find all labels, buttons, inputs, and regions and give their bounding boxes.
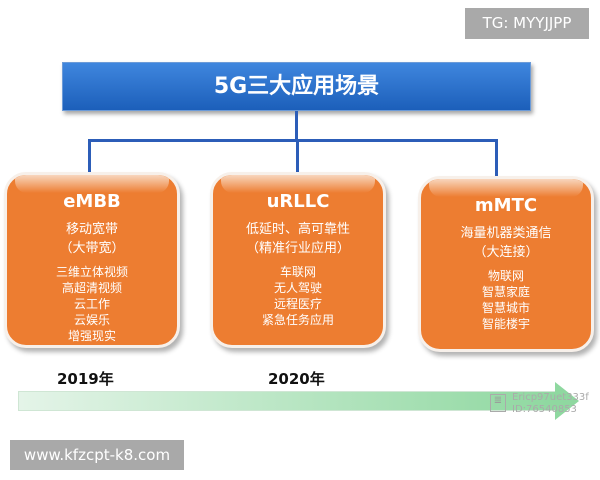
scenario-name: mMTC	[474, 195, 538, 216]
scenario-name: uRLLC	[266, 191, 330, 212]
scenario-sub: （大带宽）	[59, 241, 125, 256]
scenario-item: 三维立体视频	[55, 265, 128, 279]
scenario-mmtc: mMTC 海量机器类通信 （大连接） 物联网 智慧家庭 智慧城市 智能楼宇	[418, 176, 594, 352]
scenario-item: 远程医疗	[273, 297, 322, 311]
scenario-item: 紧急任务应用	[261, 313, 334, 327]
scenario-item: 物联网	[487, 269, 524, 283]
connector-line	[296, 139, 299, 175]
connector-line	[295, 111, 298, 141]
year-label: 2019年	[57, 370, 114, 388]
timeline-arrow-head	[555, 382, 579, 420]
scenario-item: 智能楼宇	[481, 317, 530, 331]
site-watermark: www.kfzcpt-k8.com	[10, 440, 184, 470]
scenario-item: 无人驾驶	[273, 281, 322, 295]
scenario-item: 智慧城市	[481, 301, 530, 315]
scenario-embb: eMBB 移动宽带 （大带宽） 三维立体视频 高超清视频 云工作 云娱乐 增强现实	[4, 172, 180, 348]
timeline-arrow	[18, 391, 556, 411]
diagram-title: 5G三大应用场景	[62, 62, 531, 111]
watermark-logo-icon: ≣	[490, 394, 506, 412]
scenario-sub: 移动宽带	[65, 222, 118, 237]
scenario-sub: （精准行业应用）	[245, 241, 350, 256]
scenario-item: 智慧家庭	[481, 285, 530, 299]
year-label: 2020年	[268, 370, 325, 388]
connector-line	[88, 139, 91, 175]
scenario-item: 车联网	[279, 265, 316, 279]
scenario-item: 云工作	[73, 297, 110, 311]
scenario-item: 增强现实	[67, 329, 116, 343]
connector-line	[495, 139, 498, 177]
scenario-item: 高超清视频	[61, 281, 122, 295]
scenario-sub: 低延时、高可靠性	[245, 222, 350, 237]
scenario-urllc: uRLLC 低延时、高可靠性 （精准行业应用） 车联网 无人驾驶 远程医疗 紧急任…	[210, 172, 386, 348]
scenario-name: eMBB	[63, 191, 121, 212]
scenario-sub: （大连接）	[473, 245, 539, 260]
tg-badge: TG: MYYJJPP	[465, 8, 589, 39]
scenario-item: 云娱乐	[73, 313, 110, 327]
scenario-sub: 海量机器类通信	[460, 226, 552, 241]
connector-line	[88, 139, 498, 142]
